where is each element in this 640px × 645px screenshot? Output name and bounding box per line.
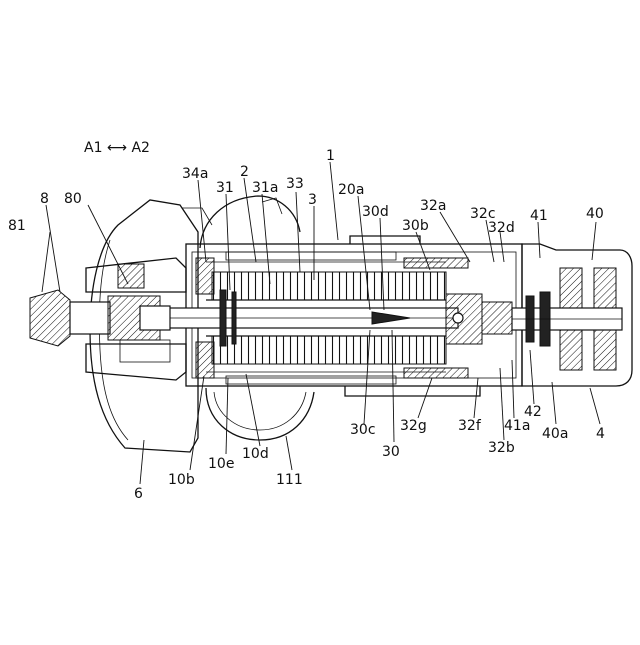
label-31: 31 [216, 180, 234, 196]
label-3: 3 [308, 192, 317, 208]
rear-motor [512, 244, 632, 386]
label-30d: 30d [362, 204, 389, 220]
label-30c: 30c [350, 422, 376, 438]
label-31a: 31a [252, 180, 278, 196]
label-34a: 34a [182, 166, 208, 182]
label-32d: 32d [488, 220, 515, 236]
label-30: 30 [382, 444, 400, 460]
label-10e: 10e [208, 456, 234, 472]
label-2: 2 [240, 164, 249, 180]
piston-block [446, 294, 512, 344]
label-4: 4 [596, 426, 605, 442]
label-10b: 10b [168, 472, 195, 488]
direction-label: A1 ⟷ A2 [84, 140, 150, 156]
label-1: 1 [326, 148, 335, 164]
label-81: 81 [8, 218, 26, 234]
label-32b: 32b [488, 440, 515, 456]
label-40: 40 [586, 206, 604, 222]
label-32g: 32g [400, 418, 427, 434]
label-10d: 10d [242, 446, 269, 462]
direction-indicator: A1 ⟷ A2 [84, 140, 150, 156]
label-41: 41 [530, 208, 548, 224]
label-41a: 41a [504, 418, 530, 434]
label-40a: 40a [542, 426, 568, 442]
label-20a: 20a [338, 182, 364, 198]
label-111: 111 [276, 472, 303, 488]
label-8: 8 [40, 191, 49, 207]
label-6: 6 [134, 486, 143, 502]
label-32a: 32a [420, 198, 446, 214]
label-80: 80 [64, 191, 82, 207]
label-32f: 32f [458, 418, 482, 434]
lower-cover [206, 388, 314, 440]
label-33: 33 [286, 176, 304, 192]
nose-assembly [30, 258, 186, 380]
label-42: 42 [524, 404, 542, 420]
label-30b: 30b [402, 218, 429, 234]
central-shaft [168, 308, 458, 328]
